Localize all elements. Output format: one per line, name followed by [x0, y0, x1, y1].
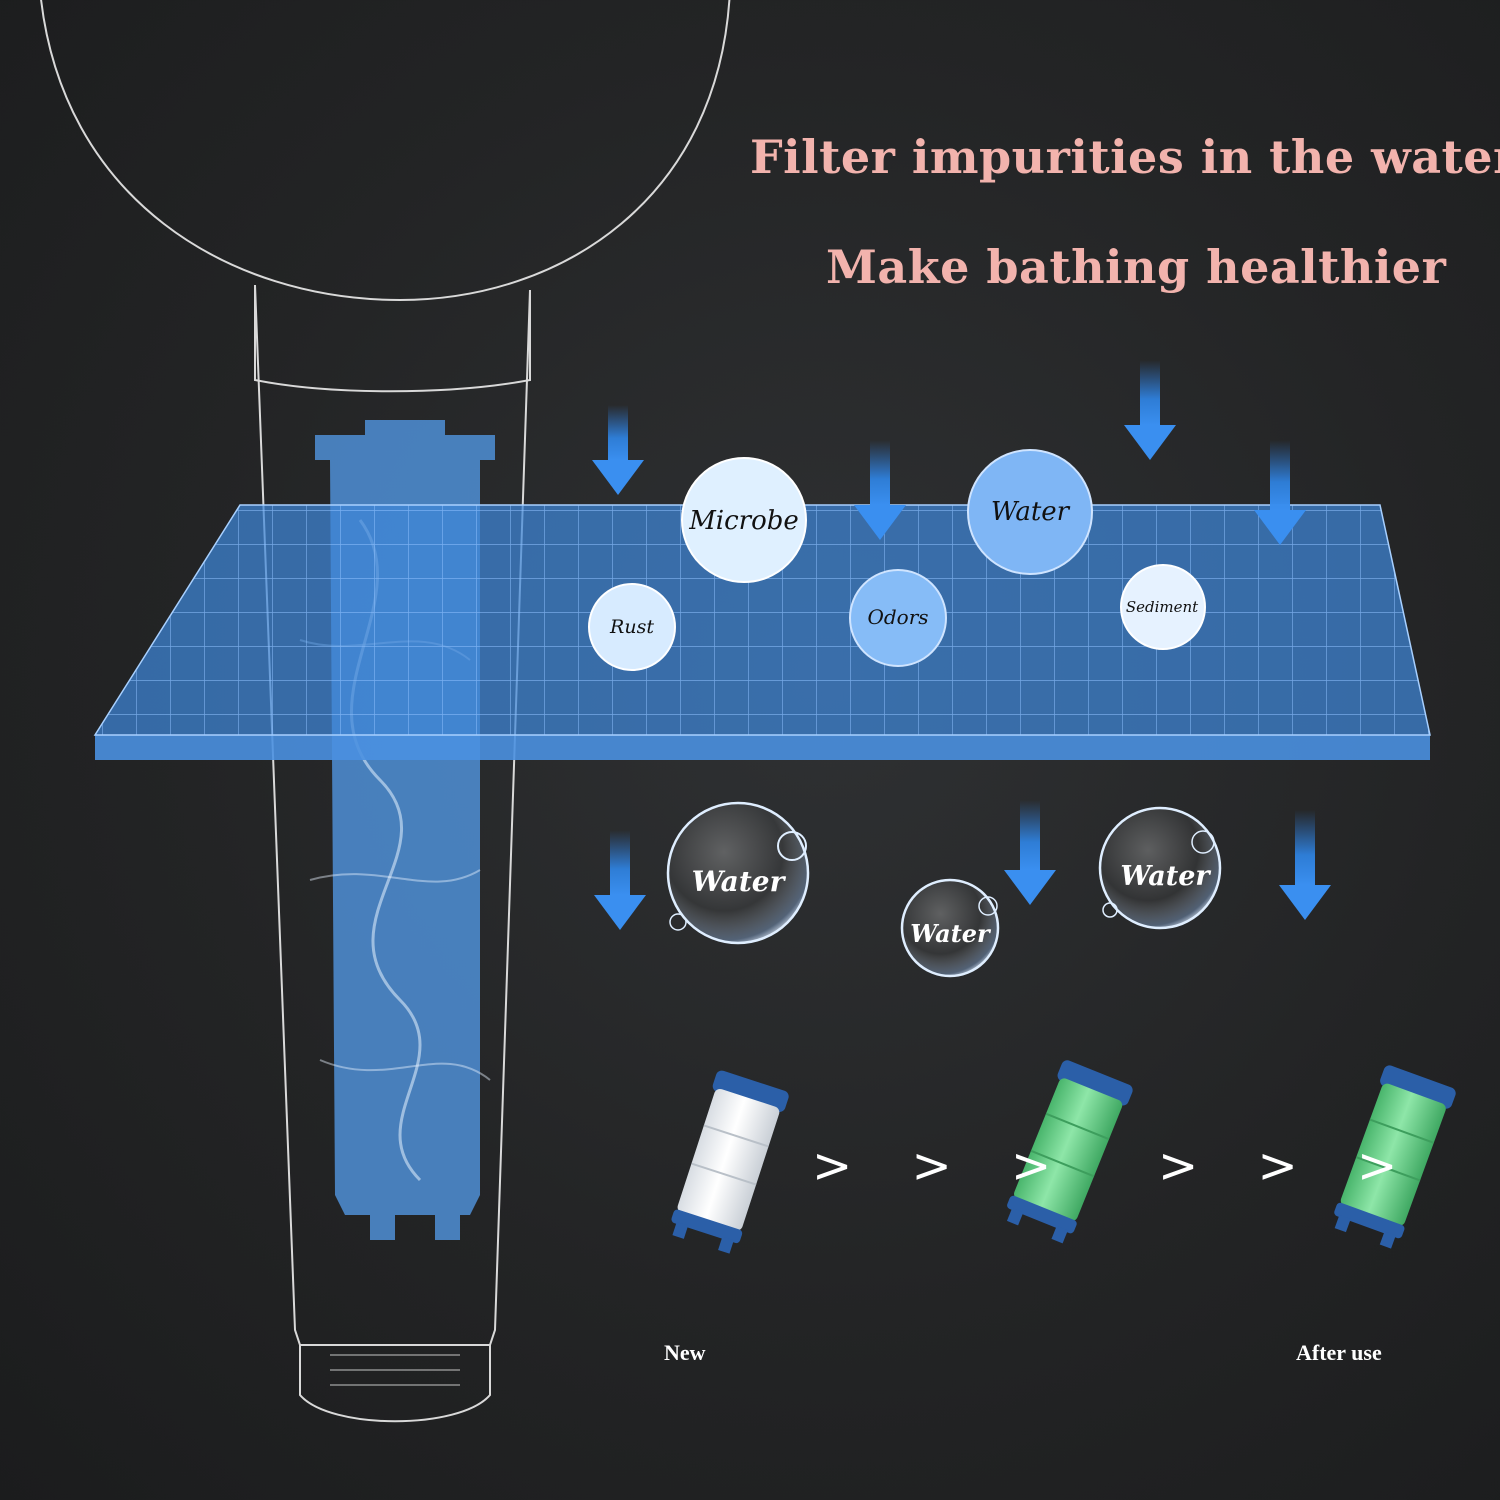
- svg-text:Sediment: Sediment: [1126, 598, 1199, 616]
- impurity-sediment: Sediment: [1120, 564, 1206, 650]
- caption-after-use: After use: [1296, 1340, 1382, 1365]
- filter-cartridge-used: [1006, 1060, 1133, 1244]
- shower-head-outline: [40, 0, 731, 1423]
- impurity-microbe: Microbe: [681, 457, 807, 583]
- filter-mesh-panel: [93, 504, 1431, 760]
- svg-text:Rust: Rust: [609, 616, 654, 638]
- svg-text:Microbe: Microbe: [688, 506, 799, 536]
- water-droplet: Water: [900, 878, 1000, 978]
- impurity-odors: Odors: [849, 569, 947, 667]
- subheadline: Make bathing healthier: [826, 240, 1447, 294]
- arrow-down-icon: [592, 360, 1306, 545]
- svg-text:Water: Water: [1120, 861, 1211, 892]
- svg-text:Water: Water: [991, 497, 1071, 527]
- svg-text:Water: Water: [692, 865, 787, 898]
- impurity-rust: Rust: [588, 583, 676, 671]
- headline: Filter impurities in the water: [750, 130, 1500, 184]
- filter-cartridge-new: [671, 1070, 789, 1254]
- filter-cartridge-used: [1334, 1065, 1456, 1249]
- progression-arrow: > > >: [1158, 1138, 1420, 1194]
- impurity-water: Water: [967, 449, 1093, 575]
- progression-arrow: > > >: [812, 1138, 1074, 1194]
- arrow-down-icon: [594, 800, 1331, 930]
- svg-text:Water: Water: [910, 919, 992, 948]
- water-droplet: Water: [666, 801, 810, 945]
- svg-text:Odors: Odors: [867, 605, 928, 629]
- caption-new: New: [664, 1340, 706, 1365]
- water-droplet: Water: [1098, 806, 1222, 930]
